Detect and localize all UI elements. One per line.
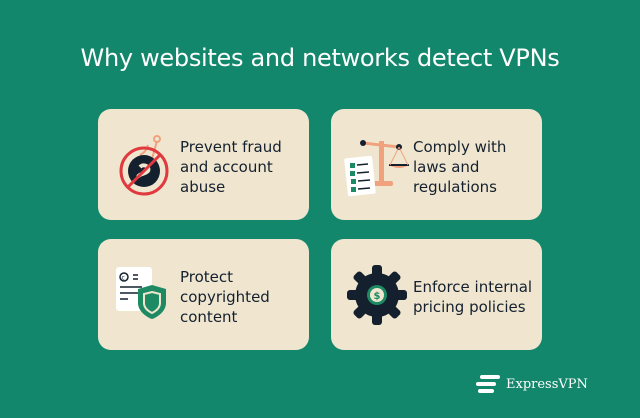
card-enforce-pricing: $ Enforce internal pricing policies — [331, 239, 542, 350]
card-prevent-fraud: Prevent fraud and account abuse — [98, 109, 309, 220]
card-label: Protect copyrighted content — [180, 268, 270, 326]
no-fraud-hook-icon — [110, 131, 178, 199]
card-comply-laws: Comply with laws and regulations — [331, 109, 542, 220]
brand-logo: ExpressVPN — [474, 375, 588, 393]
scales-checklist-icon — [343, 131, 411, 199]
card-protect-copyright: c Protect copyrighted content — [98, 239, 309, 350]
brand-name: ExpressVPN — [506, 376, 588, 392]
card-label: Comply with laws and regulations — [413, 138, 507, 196]
svg-text:c: c — [122, 275, 125, 282]
svg-text:$: $ — [374, 291, 381, 302]
copyright-shield-icon: c — [110, 261, 178, 329]
gear-dollar-icon: $ — [343, 261, 411, 329]
card-label: Prevent fraud and account abuse — [180, 138, 282, 196]
expressvpn-logo-icon — [476, 375, 500, 393]
page-title: Why websites and networks detect VPNs — [80, 44, 560, 72]
card-label: Enforce internal pricing policies — [413, 278, 533, 316]
